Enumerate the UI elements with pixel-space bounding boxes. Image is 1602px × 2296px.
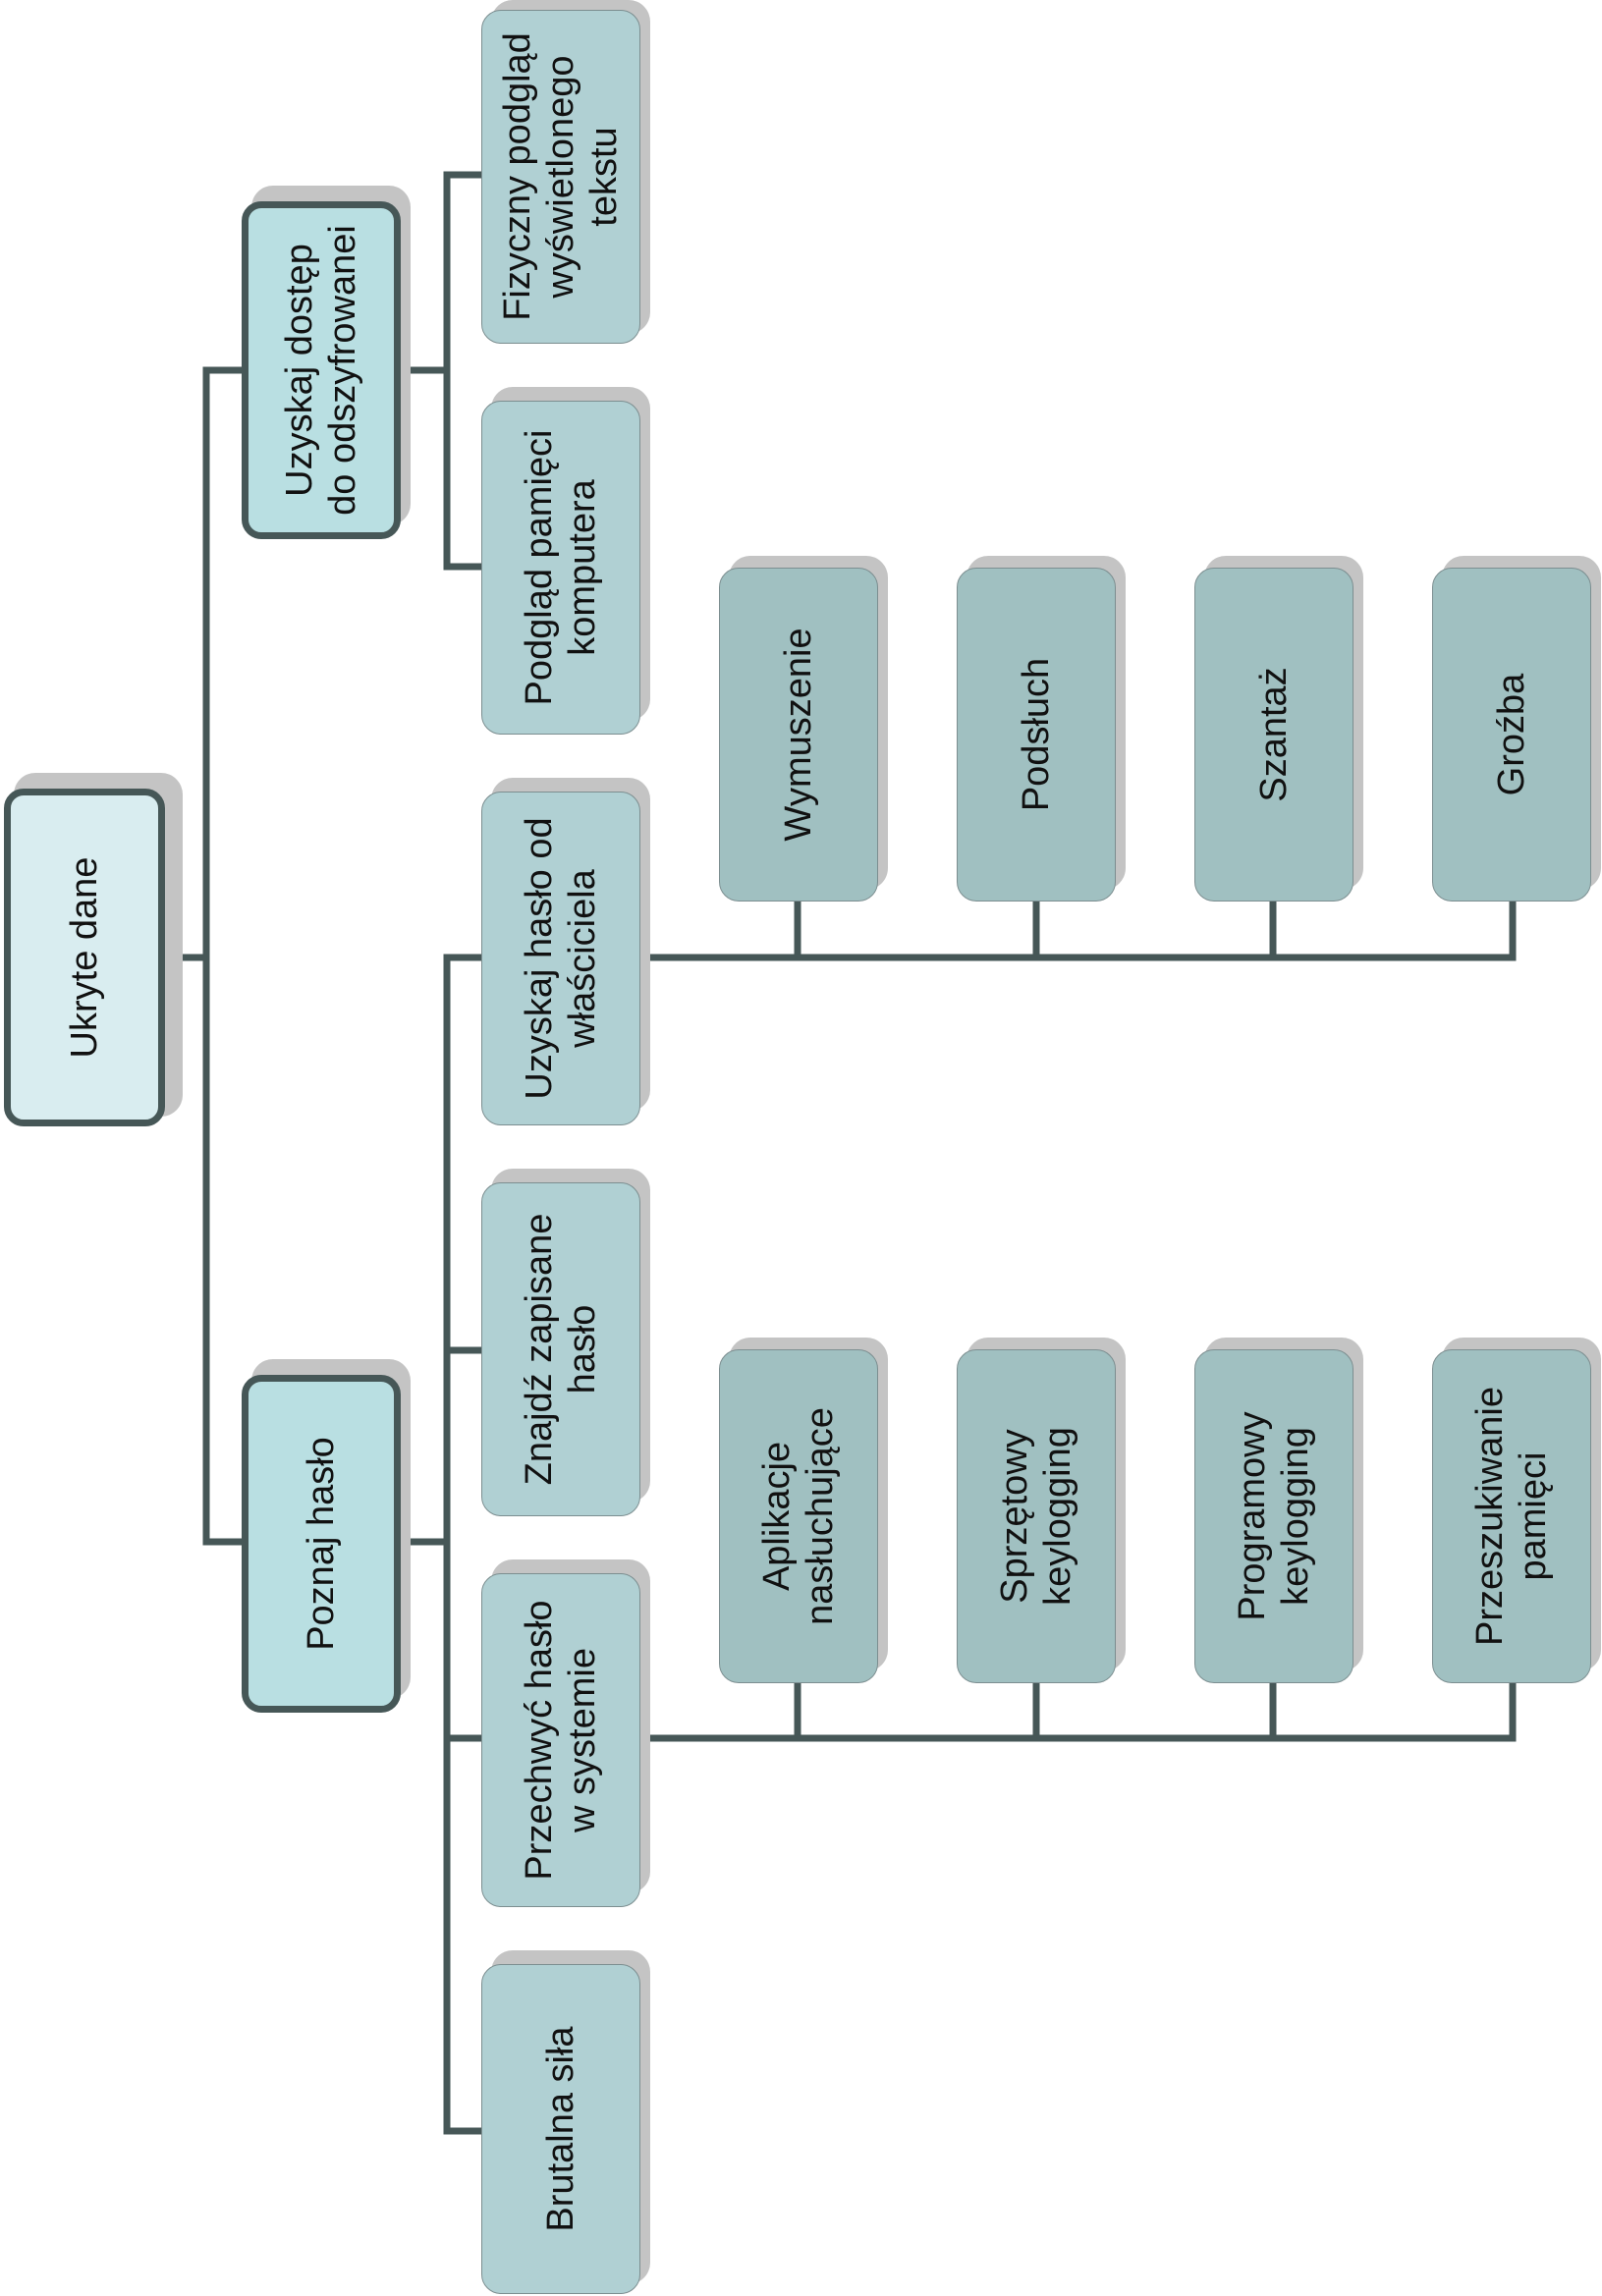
node-intercept-label: Przechwyć hasło w systemie: [519, 1600, 603, 1881]
node-memory-view-label: Podgląd pamięci komputera: [519, 429, 603, 706]
node-eavesdrop-label: Podsłuch: [1016, 657, 1057, 812]
node-blackmail[interactable]: Szantaż: [1194, 568, 1353, 902]
node-root-label: Ukryte dane: [64, 856, 105, 1059]
node-learn-password-label: Poznaj hasło: [301, 1437, 342, 1651]
node-sw-keylogging-label: Programowy keylogging: [1232, 1411, 1316, 1621]
node-brute-force[interactable]: Brutalna siła: [481, 1964, 640, 2294]
node-threat[interactable]: Groźba: [1432, 568, 1591, 902]
node-eavesdrop[interactable]: Podsłuch: [957, 568, 1116, 902]
node-listening-apps[interactable]: Aplikacje nasłuchujące: [719, 1349, 878, 1683]
node-hw-keylogging[interactable]: Sprzętowy keylogging: [957, 1349, 1116, 1683]
node-physical-view-label: Fizyczny podgląd wyświetlonego tekstu: [497, 32, 625, 321]
node-get-from-owner[interactable]: Uzyskaj hasło od właściciela: [481, 792, 640, 1125]
node-find-written-label: Znajdź zapisane hasło: [519, 1213, 603, 1486]
node-physical-view[interactable]: Fizyczny podgląd wyświetlonego tekstu: [481, 10, 640, 344]
node-extortion-label: Wymuszenie: [778, 628, 819, 842]
node-memory-search[interactable]: Przeszukiwanie pamięci: [1432, 1349, 1591, 1683]
node-intercept[interactable]: Przechwyć hasło w systemie: [481, 1573, 640, 1907]
node-decrypted-access-label: Uzyskaj dostęp do odszyfrowanei: [279, 225, 363, 516]
node-hw-keylogging-label: Sprzętowy keylogging: [994, 1427, 1078, 1606]
node-listening-apps-label: Aplikacje nasłuchujące: [756, 1407, 841, 1625]
node-blackmail-label: Szantaż: [1253, 667, 1295, 802]
node-decrypted-access[interactable]: Uzyskaj dostęp do odszyfrowanei: [242, 201, 401, 539]
node-root[interactable]: Ukryte dane: [4, 789, 165, 1126]
node-memory-search-label: Przeszukiwanie pamięci: [1469, 1387, 1554, 1646]
node-sw-keylogging[interactable]: Programowy keylogging: [1194, 1349, 1353, 1683]
node-threat-label: Groźba: [1491, 673, 1532, 796]
node-extortion[interactable]: Wymuszenie: [719, 568, 878, 902]
node-get-from-owner-label: Uzyskaj hasło od właściciela: [519, 817, 603, 1100]
node-find-written[interactable]: Znajdź zapisane hasło: [481, 1182, 640, 1516]
node-learn-password[interactable]: Poznaj hasło: [242, 1375, 401, 1713]
node-memory-view[interactable]: Podgląd pamięci komputera: [481, 401, 640, 735]
node-brute-force-label: Brutalna siła: [540, 2026, 581, 2232]
